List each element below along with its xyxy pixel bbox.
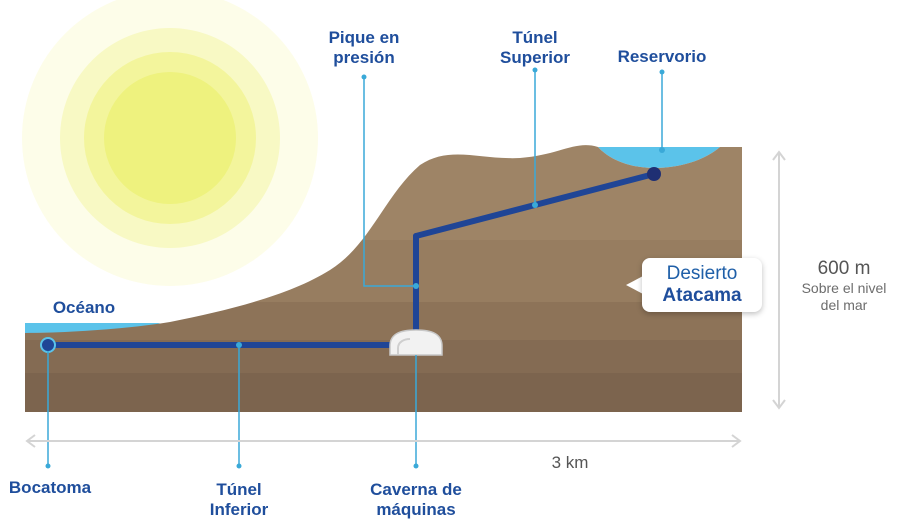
label-bocatoma: Bocatoma — [8, 478, 92, 497]
reservoir-water — [598, 147, 720, 168]
callout-line1: Desierto — [666, 263, 738, 284]
elevation-arrow — [772, 150, 786, 410]
machine-cavern — [389, 329, 443, 356]
elevation-value: 600 m — [817, 258, 871, 279]
elevation-label: 600 m Sobre el nivel del mar — [792, 258, 896, 314]
elevation-sub1: Sobre el nivel — [801, 280, 887, 296]
sun-icon — [22, 0, 318, 286]
desierto-atacama-callout: Desierto Atacama — [642, 258, 762, 312]
leader-dots — [45, 67, 665, 469]
leader-lines — [47, 70, 663, 466]
callout-line2: Atacama — [662, 285, 742, 306]
ocean-water — [25, 323, 160, 333]
intake-node — [40, 337, 56, 353]
distance-label: 3 km — [551, 453, 589, 472]
reservoir-node — [647, 167, 661, 181]
callout-pointer — [626, 276, 643, 294]
distance-arrow — [25, 434, 742, 448]
elevation-sub2: del mar — [820, 297, 868, 313]
label-reservorio: Reservorio — [617, 47, 707, 66]
label-oceano: Océano — [52, 298, 116, 317]
